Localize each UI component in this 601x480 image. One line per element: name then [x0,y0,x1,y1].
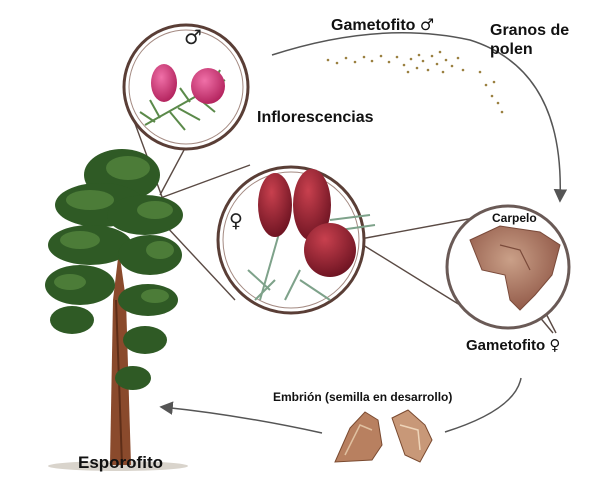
connector-cone-to-carpel-bottom [354,239,469,311]
arrow-carpel-to-embryo [444,377,522,433]
label-embrion: Embrión (semilla en desarrollo) [273,390,453,404]
male-cone-left [151,64,177,102]
label-gametofito-male-text: Gametofito [331,17,416,34]
connector-tree-to-female-circle-top [154,164,251,201]
carpel-shape [469,225,561,311]
pollen-grains [326,50,504,114]
connector-cone-to-carpel-top [354,214,491,241]
label-granos-line2: polen [490,41,533,58]
carpel-circle [445,204,571,330]
female-cone-middle [293,169,331,241]
arrow-pollen-to-carpel [271,32,568,203]
label-carpelo: Carpelo [492,211,537,225]
label-gametofito-female: Gametofito ♀ [466,336,560,354]
male-cone-right [191,68,225,104]
cycle-arrows [159,32,568,434]
female-cone-circle [216,165,376,315]
embryo-seeds [334,409,433,463]
label-inflorescencias: Inflorescencias [257,109,374,126]
male-inflorescence-circle [122,23,250,151]
pine-tree-sporophyte [45,149,188,471]
arrow-embryo-to-tree [159,401,323,434]
label-gametofito-male: Gametofito ♂ [331,15,434,35]
female-symbol-circle-icon: ♀ [229,210,243,232]
male-symbol-circle-icon: ♂ [184,25,202,49]
label-granos-line1: Granos de [490,22,570,39]
label-gametofito-female-text: Gametofito [466,337,546,354]
connector-tree-to-female-circle-bottom [164,224,236,301]
female-symbol-icon: ♀ [549,336,561,354]
label-esporofito: Esporofito [78,453,163,472]
label-granos-de-polen: Granos de polen [490,21,590,59]
female-cone-front [304,223,356,277]
female-cone-left [258,173,292,237]
male-symbol-icon: ♂ [419,15,435,34]
